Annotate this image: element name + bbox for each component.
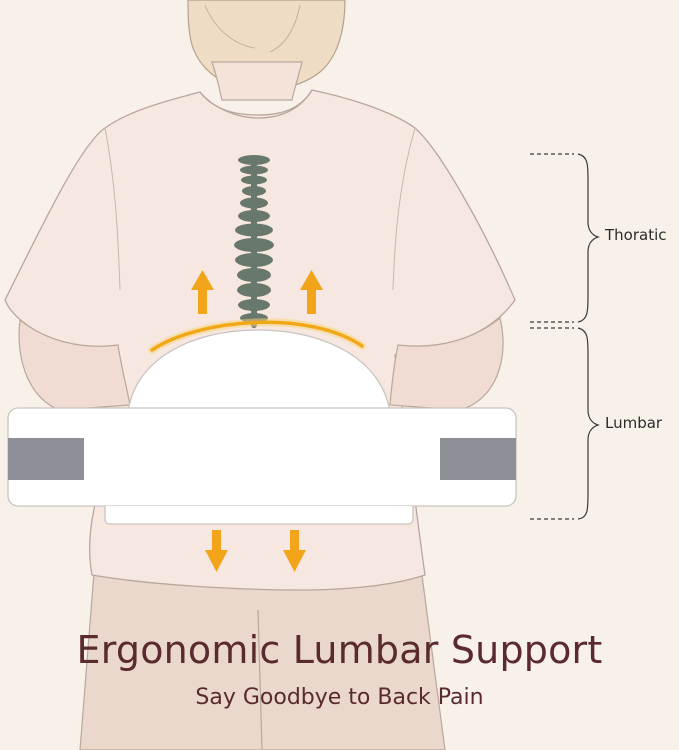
thoratic-bracket	[530, 153, 600, 323]
left-strap	[8, 438, 84, 480]
pillow-dome	[127, 329, 391, 413]
neck	[211, 61, 303, 101]
arrow-down-icon	[205, 530, 228, 572]
lumbar-label: Lumbar	[605, 414, 663, 432]
headline-title: Ergonomic Lumbar Support	[76, 628, 603, 672]
pillow-base	[7, 407, 517, 507]
spine	[234, 155, 274, 328]
left-arm	[18, 318, 131, 411]
thoratic-label: Thoratic	[605, 226, 667, 244]
support-curve	[150, 320, 364, 352]
right-strap	[440, 438, 516, 480]
right-arm	[389, 316, 504, 411]
lumbar-bracket	[530, 327, 600, 520]
arrow-up-icon	[300, 270, 323, 314]
arrow-down-icon	[283, 530, 306, 572]
arrow-up-icon	[191, 270, 214, 314]
headline-subtitle: Say Goodbye to Back Pain	[195, 685, 484, 710]
